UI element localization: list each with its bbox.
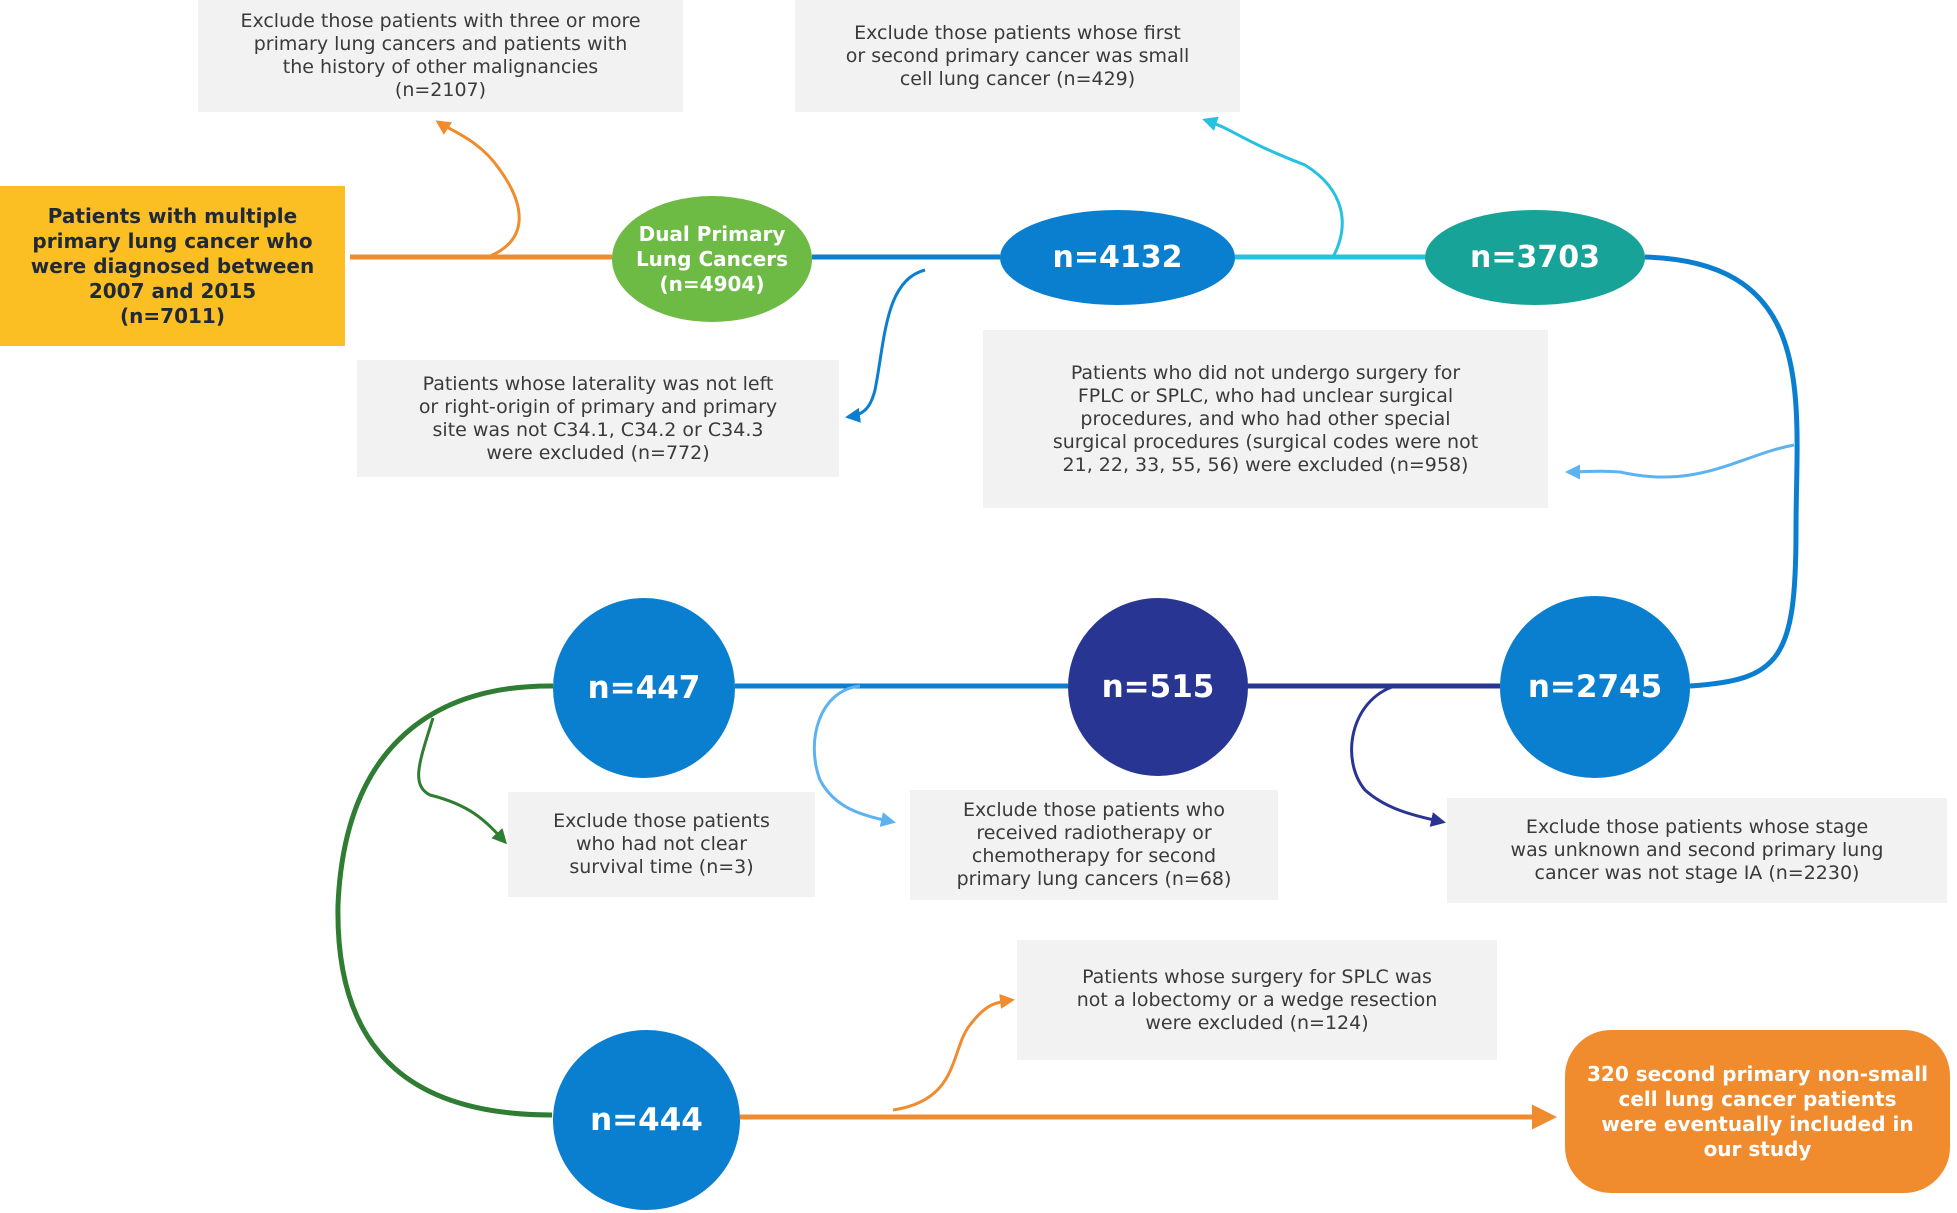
- arrow-to-exclusion-2107: [435, 120, 521, 259]
- node-dual-primary: Dual Primary Lung Cancers (n=4904): [612, 196, 812, 322]
- final-box: 320 second primary non-small cell lung c…: [1565, 1030, 1950, 1193]
- exclusion-3: Exclude those patients who had not clear…: [508, 792, 815, 897]
- arrow-to-exclusion-958: [1565, 443, 1795, 480]
- arrow-to-exclusion-3: [417, 717, 508, 845]
- arrow-to-exclusion-429: [1202, 116, 1344, 258]
- node-n447: n=447: [553, 598, 735, 778]
- arrow-to-exclusion-124: [892, 993, 1015, 1112]
- node-n3703: n=3703: [1425, 210, 1645, 305]
- exclusion-2107: Exclude those patients with three or mor…: [198, 0, 683, 112]
- arrow-to-exclusion-68: [812, 684, 896, 827]
- exclusion-68: Exclude those patients who received radi…: [910, 790, 1278, 900]
- start-box: Patients with multiple primary lung canc…: [0, 186, 345, 346]
- exclusion-958: Patients who did not undergo surgery for…: [983, 330, 1548, 508]
- node-n515: n=515: [1068, 598, 1248, 776]
- node-n2745: n=2745: [1500, 596, 1690, 778]
- node-n4132: n=4132: [1000, 210, 1235, 305]
- exclusion-124: Patients whose surgery for SPLC was not …: [1017, 940, 1497, 1060]
- link-3703-to-2745: [1644, 254, 1800, 689]
- arrow-to-exclusion-2230: [1350, 684, 1446, 827]
- node-n444: n=444: [553, 1030, 740, 1210]
- arrow-to-exclusion-772: [845, 268, 926, 423]
- link-447-to-444: [335, 683, 554, 1118]
- exclusion-2230: Exclude those patients whose stage was u…: [1447, 798, 1947, 903]
- exclusion-429: Exclude those patients whose first or se…: [795, 0, 1240, 112]
- exclusion-772: Patients whose laterality was not left o…: [357, 360, 839, 477]
